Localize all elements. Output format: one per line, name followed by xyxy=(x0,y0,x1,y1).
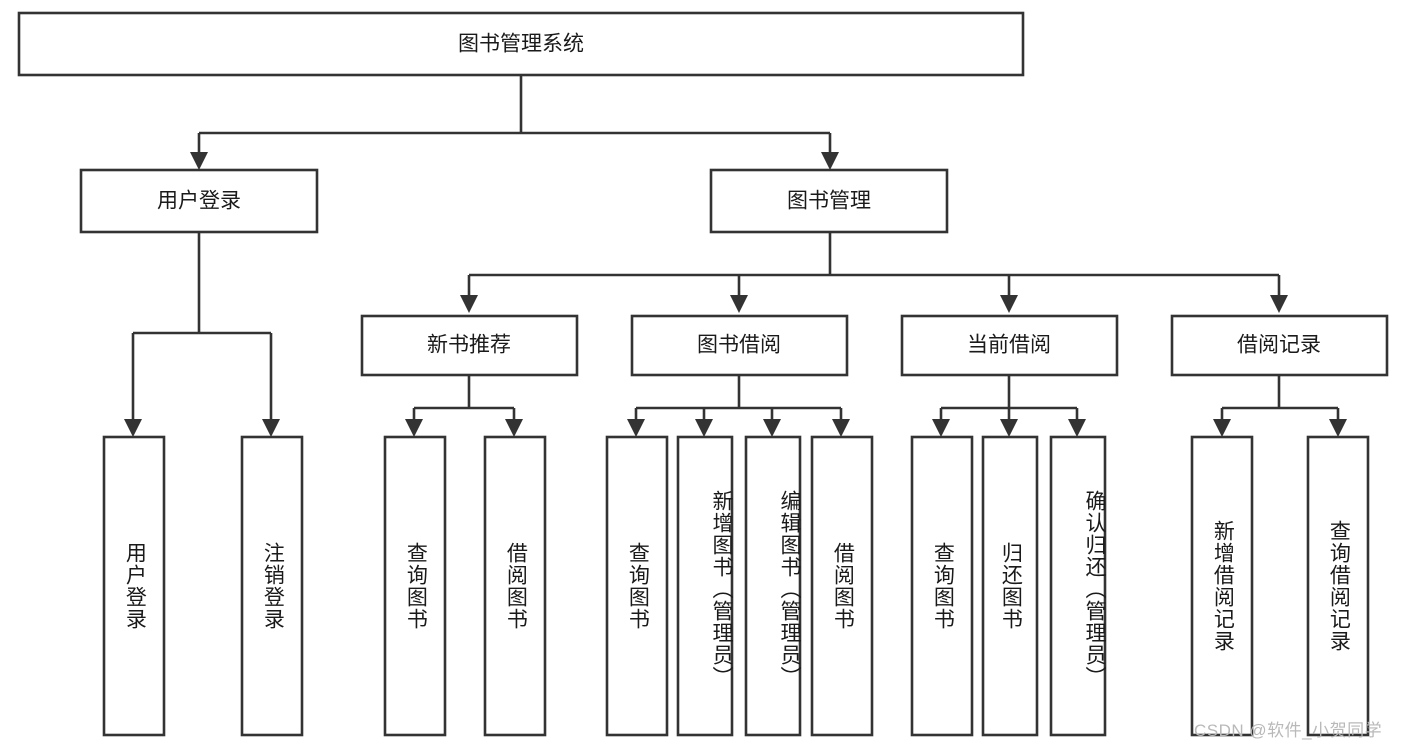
node-borrow-record-box[interactable] xyxy=(1170,314,1389,377)
nodes-group: 图书管理系统 用户登录 图书管理 新书推荐 图书借阅 当前 xyxy=(17,11,1389,737)
arrowhead-leaf-borrow-book-2 xyxy=(832,419,850,437)
arrowhead-leaf-user-logout xyxy=(262,419,280,437)
node-book-borrow-box[interactable] xyxy=(630,314,849,377)
arrowhead-leaf-query-book-3 xyxy=(932,419,950,437)
node-root-box[interactable] xyxy=(17,11,1025,77)
node-book-manage-label: 图书管理 xyxy=(787,190,871,213)
arrowhead-leaf-query-book-2 xyxy=(627,419,645,437)
csdn-watermark: CSDN @软件_小贺同学 xyxy=(1194,721,1383,740)
node-leaf-add-book-box[interactable] xyxy=(676,435,734,737)
arrowhead-leaf-add-book xyxy=(695,419,713,437)
node-leaf-borrow-book-2-box[interactable] xyxy=(810,435,874,737)
node-new-book-recommend[interactable]: 新书推荐 xyxy=(360,314,579,377)
node-leaf-confirm-return-box[interactable] xyxy=(1049,435,1107,737)
node-new-book-recommend-label: 新书推荐 xyxy=(427,334,511,357)
node-new-book-recommend-box[interactable] xyxy=(360,314,579,377)
arrowhead-current-borrow xyxy=(1000,295,1018,313)
node-current-borrow-box[interactable] xyxy=(900,314,1119,377)
node-leaf-borrow-book-1-box[interactable] xyxy=(483,435,547,737)
arrowhead-leaf-confirm-return xyxy=(1068,419,1086,437)
node-user-login-label: 用户登录 xyxy=(157,190,241,213)
node-leaf-edit-book-box[interactable] xyxy=(744,435,802,737)
arrowhead-leaf-query-book-1 xyxy=(405,419,423,437)
connectors-group xyxy=(124,75,1347,437)
node-root[interactable]: 图书管理系统 xyxy=(17,11,1025,77)
arrowhead-leaf-query-record xyxy=(1329,419,1347,437)
arrowhead-leaf-user-login xyxy=(124,419,142,437)
node-leaf-add-record-box[interactable] xyxy=(1190,435,1254,737)
node-leaf-user-login-box[interactable] xyxy=(102,435,166,737)
arrowhead-new-book-recommend xyxy=(460,295,478,313)
node-book-manage[interactable]: 图书管理 xyxy=(709,168,949,234)
node-leaf-return-book-box[interactable] xyxy=(981,435,1039,737)
arrowhead-leaf-edit-book xyxy=(763,419,781,437)
arrowhead-leaf-return-book xyxy=(1000,419,1018,437)
node-borrow-record-label: 借阅记录 xyxy=(1237,334,1321,357)
node-leaf-user-logout-box[interactable] xyxy=(240,435,304,737)
arrowhead-book-borrow xyxy=(730,295,748,313)
node-leaf-query-book-2-box[interactable] xyxy=(605,435,669,737)
arrowhead-user-login xyxy=(190,152,208,170)
node-book-borrow-label: 图书借阅 xyxy=(697,334,781,357)
arrowhead-leaf-add-record xyxy=(1213,419,1231,437)
arrowhead-borrow-record xyxy=(1270,295,1288,313)
node-book-borrow[interactable]: 图书借阅 xyxy=(630,314,849,377)
node-leaf-query-book-3-box[interactable] xyxy=(910,435,974,737)
arrowhead-book-manage xyxy=(821,152,839,170)
node-current-borrow-label: 当前借阅 xyxy=(967,334,1051,357)
node-root-label: 图书管理系统 xyxy=(458,33,584,56)
node-user-login[interactable]: 用户登录 xyxy=(79,168,319,234)
node-user-login-box[interactable] xyxy=(79,168,319,234)
node-leaf-query-book-1-box[interactable] xyxy=(383,435,447,737)
arrowhead-leaf-borrow-book-1 xyxy=(505,419,523,437)
node-borrow-record[interactable]: 借阅记录 xyxy=(1170,314,1389,377)
node-leaf-query-record-box[interactable] xyxy=(1306,435,1370,737)
node-book-manage-box[interactable] xyxy=(709,168,949,234)
node-current-borrow[interactable]: 当前借阅 xyxy=(900,314,1119,377)
